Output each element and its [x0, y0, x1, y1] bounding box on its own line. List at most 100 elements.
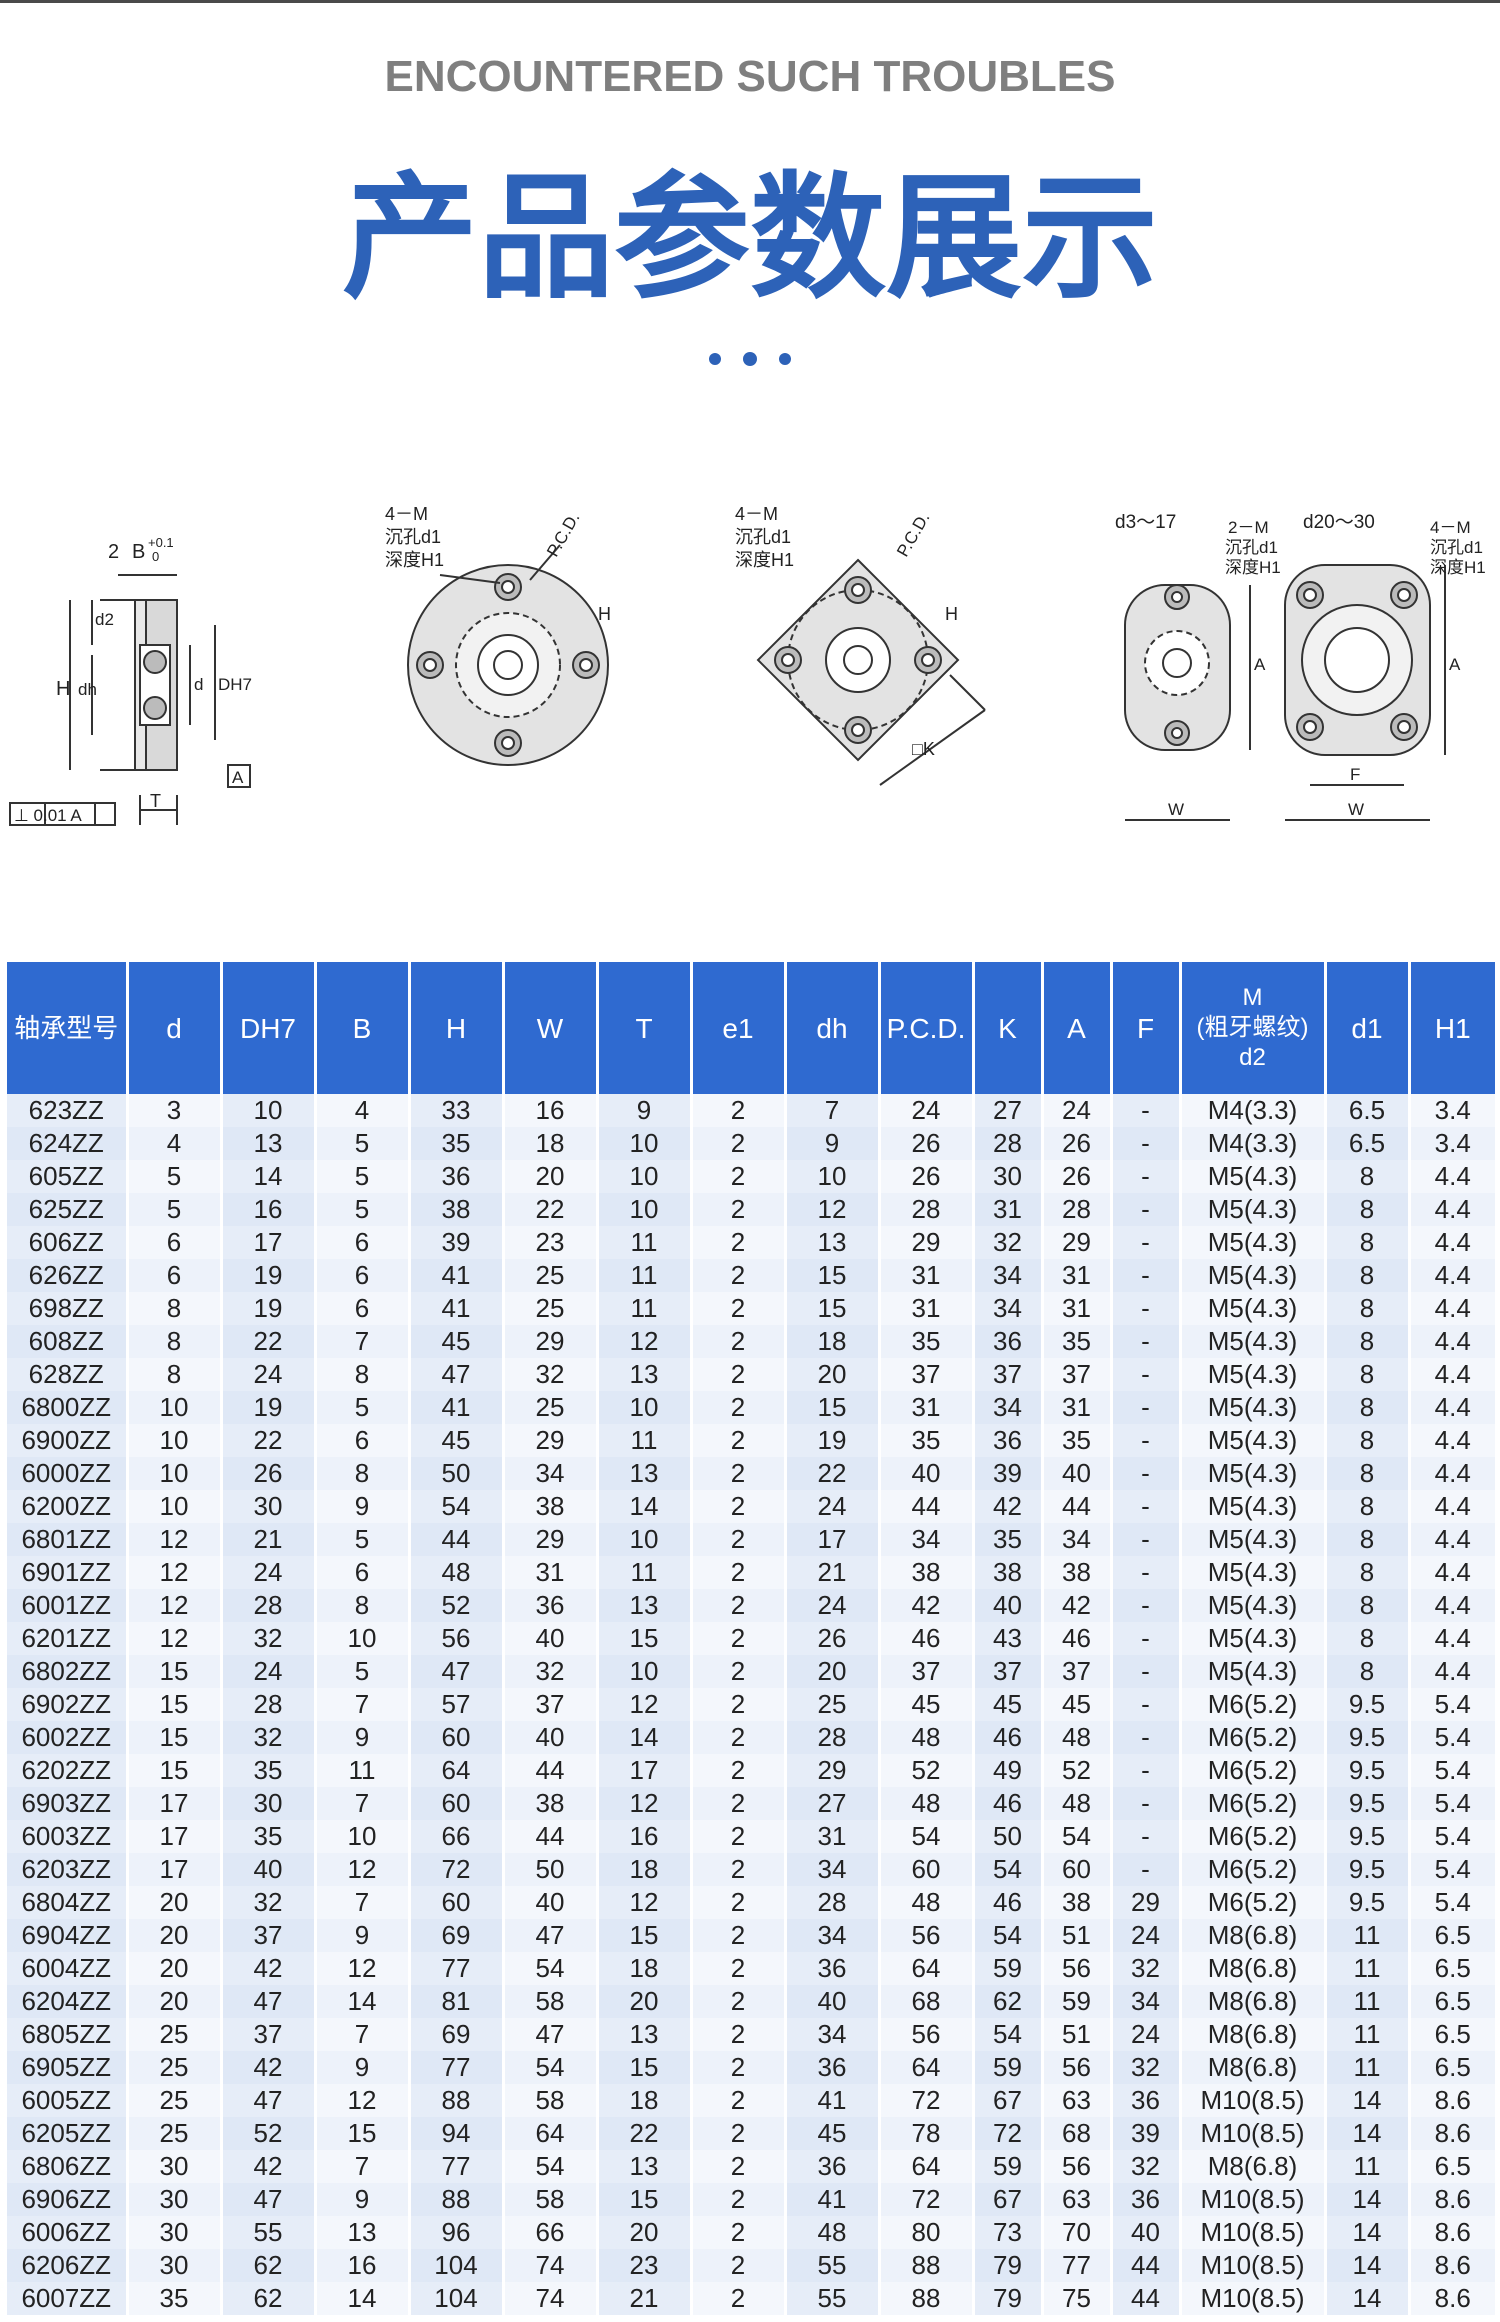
table-cell: -: [1111, 1721, 1182, 1754]
table-cell: 20: [127, 1919, 223, 1952]
table-cell: 31: [879, 1292, 975, 1325]
table-cell: 8: [1325, 1424, 1411, 1457]
table-cell: 6007ZZ: [7, 2282, 129, 2315]
table-cell: 4.4: [1409, 1490, 1495, 1523]
table-cell: 9.5: [1325, 1853, 1411, 1886]
table-cell: 2: [691, 1556, 787, 1589]
table-cell: 10: [127, 1424, 223, 1457]
table-cell: -: [1111, 1160, 1182, 1193]
table-cell: 12: [127, 1556, 223, 1589]
table-cell: 6.5: [1409, 2018, 1495, 2051]
table-cell: 5: [315, 1523, 411, 1556]
side-label-d: d: [194, 675, 203, 694]
table-cell: 12: [127, 1589, 223, 1622]
table-cell: 8: [315, 1589, 411, 1622]
table-cell: 24: [221, 1655, 317, 1688]
side-label-a: A: [232, 768, 244, 787]
table-cell: 37: [973, 1655, 1044, 1688]
table-cell: 19: [785, 1424, 881, 1457]
table-cell: M5(4.3): [1180, 1325, 1327, 1358]
table-cell: 14: [597, 1490, 693, 1523]
table-cell: 6.5: [1409, 1985, 1495, 2018]
table-cell: 39: [409, 1226, 505, 1259]
table-cell: 24: [221, 1556, 317, 1589]
table-cell: 26: [221, 1457, 317, 1490]
table-cell: 31: [973, 1193, 1044, 1226]
side-label-d2: d2: [95, 610, 114, 629]
table-cell: 10: [315, 1820, 411, 1853]
table-cell: 20: [785, 1655, 881, 1688]
table-cell: 54: [879, 1820, 975, 1853]
table-cell: 2: [691, 1259, 787, 1292]
table-cell: M5(4.3): [1180, 1226, 1327, 1259]
table-cell: 2: [691, 2150, 787, 2183]
table-cell: 45: [973, 1688, 1044, 1721]
table-cell: 4.4: [1409, 1523, 1495, 1556]
table-cell: 6805ZZ: [7, 2018, 129, 2051]
oval-label-range-b: d20～30: [1303, 512, 1375, 533]
table-cell: 8: [1325, 1655, 1411, 1688]
oval-label-range-a: d3～17: [1115, 512, 1176, 533]
table-cell: 10: [597, 1391, 693, 1424]
table-cell: 6.5: [1409, 2051, 1495, 2084]
table-cell: 21: [785, 1556, 881, 1589]
table-cell: 35: [221, 1754, 317, 1787]
table-cell: 8: [1325, 1490, 1411, 1523]
table-cell: 64: [409, 1754, 505, 1787]
table-cell: 8: [1325, 1589, 1411, 1622]
table-cell: 6003ZZ: [7, 1820, 129, 1853]
column-header: M(粗牙螺纹)d2: [1180, 962, 1327, 1094]
table-cell: 36: [1111, 2084, 1182, 2117]
table-cell: 69: [409, 1919, 505, 1952]
table-cell: 28: [785, 1886, 881, 1919]
table-cell: 50: [973, 1820, 1044, 1853]
table-cell: 6005ZZ: [7, 2084, 129, 2117]
table-cell: 37: [973, 1358, 1044, 1391]
table-cell: M5(4.3): [1180, 1358, 1327, 1391]
column-header: B: [315, 962, 411, 1094]
table-cell: 94: [409, 2117, 505, 2150]
table-cell: 52: [221, 2117, 317, 2150]
table-cell: 25: [503, 1259, 599, 1292]
side-view-drawing: [9, 574, 251, 826]
table-cell: 60: [409, 1721, 505, 1754]
table-cell: 2: [691, 1589, 787, 1622]
table-cell: M6(5.2): [1180, 1721, 1327, 1754]
table-cell: 8: [127, 1358, 223, 1391]
table-cell: M5(4.3): [1180, 1193, 1327, 1226]
section-subtitle: ENCOUNTERED SUCH TROUBLES: [384, 52, 1116, 101]
table-cell: 44: [1111, 2282, 1182, 2315]
table-cell: 44: [503, 1820, 599, 1853]
table-cell: 48: [879, 1721, 975, 1754]
table-cell: 48: [1042, 1721, 1113, 1754]
table-cell: 63: [1042, 2183, 1113, 2216]
table-cell: 5.4: [1409, 1787, 1495, 1820]
table-cell: 2: [691, 2117, 787, 2150]
table-cell: 5: [127, 1160, 223, 1193]
table-cell: 13: [597, 1358, 693, 1391]
table-cell: 13: [597, 1457, 693, 1490]
table-cell: -: [1111, 1853, 1182, 1886]
table-cell: 6204ZZ: [7, 1985, 129, 2018]
table-cell: 2: [691, 1094, 787, 1127]
table-cell: 15: [315, 2117, 411, 2150]
table-cell: 2: [691, 1193, 787, 1226]
table-cell: 39: [1111, 2117, 1182, 2150]
table-cell: M6(5.2): [1180, 1820, 1327, 1853]
table-cell: 11: [597, 1556, 693, 1589]
table-cell: 31: [879, 1391, 975, 1424]
table-cell: 36: [409, 1160, 505, 1193]
table-cell: 50: [409, 1457, 505, 1490]
table-cell: 46: [973, 1787, 1044, 1820]
table-cell: 104: [409, 2282, 505, 2315]
table-cell: 46: [973, 1886, 1044, 1919]
table-cell: 75: [1042, 2282, 1113, 2315]
table-cell: -: [1111, 1820, 1182, 1853]
table-cell: 55: [221, 2216, 317, 2249]
table-cell: 15: [597, 1622, 693, 1655]
square-flange-drawing: [756, 558, 986, 786]
table-cell: 11: [597, 1424, 693, 1457]
